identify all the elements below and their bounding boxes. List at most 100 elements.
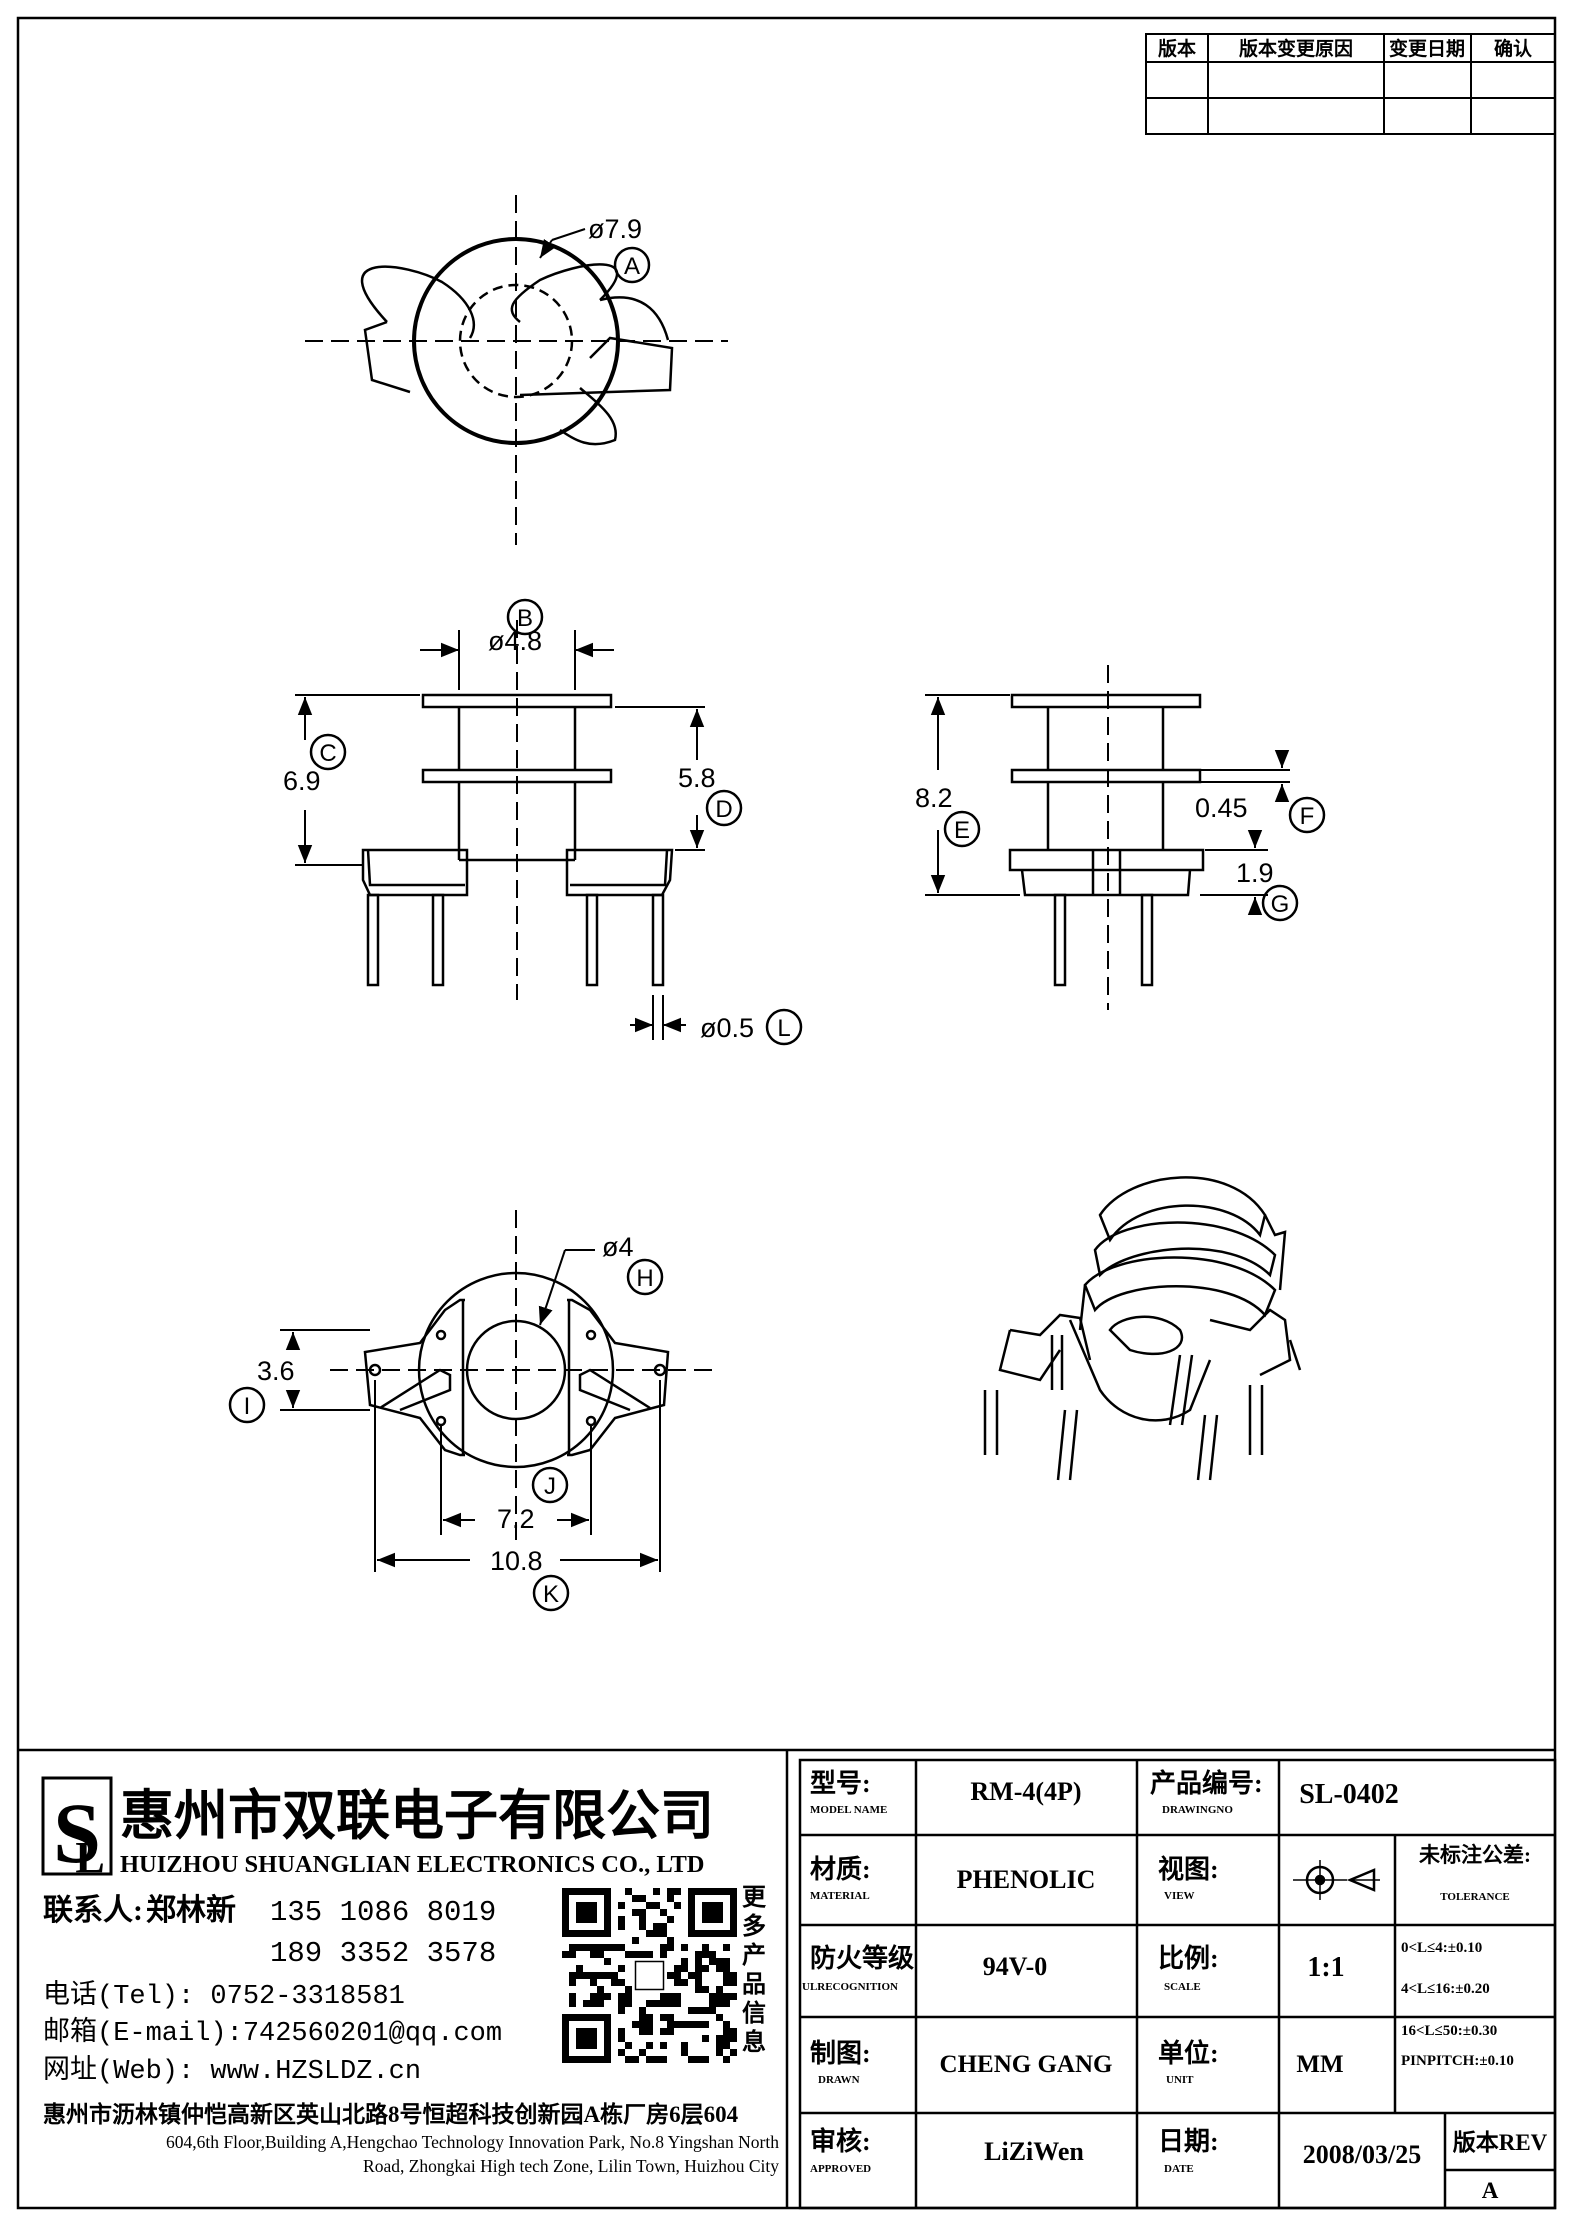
scale-value: 1:1 bbox=[1307, 1952, 1344, 1983]
projection-symbol-icon bbox=[1293, 1860, 1380, 1900]
rev-header-reason: 版本变更原因 bbox=[1239, 37, 1353, 60]
phone-2: 189 3352 3578 bbox=[270, 1937, 496, 1970]
website: 网址(Web): www.HZSLDZ.cn bbox=[43, 2054, 421, 2087]
bottom-dimensions bbox=[280, 1249, 661, 1572]
front-view bbox=[361, 620, 674, 1000]
unit-label-en: UNIT bbox=[1166, 2074, 1194, 2086]
address-cn: 惠州市沥林镇仲恺高新区英山北路8号恒超科技创新园A栋厂房6层604 bbox=[43, 2101, 739, 2127]
dim-C-label: 6.9 bbox=[283, 766, 321, 796]
qr-caption-4: 品 bbox=[742, 1971, 766, 1998]
model-value: RM-4(4P) bbox=[970, 1777, 1081, 1806]
company-logo: S L bbox=[41, 1776, 113, 1882]
unit-value: MM bbox=[1296, 2051, 1343, 2078]
drawing-no-label: 产品编号: bbox=[1150, 1768, 1263, 1798]
dim-K-label: 10.8 bbox=[490, 1546, 543, 1576]
tolerance-line-4: PINPITCH:±0.10 bbox=[1401, 2053, 1514, 2069]
balloon-B-text: B bbox=[517, 605, 533, 632]
balloon-J: J bbox=[531, 1466, 569, 1504]
balloon-D: D bbox=[705, 789, 743, 827]
dim-I-label: 3.6 bbox=[257, 1356, 295, 1386]
qr-code-image bbox=[562, 1888, 737, 2063]
drawn-label-en: DRAWN bbox=[818, 2074, 860, 2086]
contact-label: 联系人: bbox=[43, 1894, 143, 1927]
rev-header-date: 变更日期 bbox=[1389, 37, 1465, 60]
dim-L-label: ø0.5 bbox=[700, 1013, 754, 1043]
approved-value: LiZiWen bbox=[984, 2137, 1084, 2166]
side-view bbox=[1008, 665, 1205, 1010]
dim-G-label: 1.9 bbox=[1236, 858, 1274, 888]
balloon-D-text: D bbox=[715, 796, 732, 823]
email: 邮箱(E-mail):742560201@qq.com bbox=[43, 2016, 502, 2049]
balloon-I-text: I bbox=[244, 1393, 251, 1420]
balloon-E: E bbox=[943, 810, 981, 848]
bottom-view bbox=[330, 1210, 720, 1540]
balloon-L: L bbox=[765, 1008, 803, 1046]
drawn-value: CHENG GANG bbox=[940, 2051, 1113, 2078]
dim-J-label: 7.2 bbox=[497, 1504, 535, 1534]
rev-header-confirm: 确认 bbox=[1494, 37, 1532, 60]
qr-caption-2: 多 bbox=[742, 1913, 766, 1940]
phone-1: 135 1086 8019 bbox=[270, 1896, 496, 1929]
balloon-C-text: C bbox=[319, 740, 336, 767]
balloon-C: C bbox=[309, 733, 347, 771]
balloon-A: A bbox=[613, 246, 651, 284]
balloon-G-text: G bbox=[1271, 891, 1290, 918]
side-dimensions bbox=[925, 694, 1290, 915]
material-label-en: MATERIAL bbox=[810, 1890, 870, 1902]
balloon-A-text: A bbox=[624, 253, 640, 280]
unit-label: 单位: bbox=[1158, 2038, 1219, 2068]
revision-table bbox=[1145, 33, 1556, 135]
dim-A-label: ø7.9 bbox=[588, 214, 642, 244]
model-label-en: MODEL NAME bbox=[810, 1804, 887, 1816]
title-block-grid bbox=[798, 1758, 1557, 2210]
approved-label-en: APPROVED bbox=[810, 2163, 871, 2175]
approved-label: 审核: bbox=[810, 2126, 871, 2156]
revision-label: 版本REV bbox=[1453, 2129, 1548, 2155]
contact-name: 郑林新 bbox=[146, 1894, 236, 1927]
revision-value: A bbox=[1482, 2178, 1499, 2203]
fire-rating-label-en: ULRECOGNITION bbox=[802, 1981, 898, 1993]
svg-text:S: S bbox=[53, 1785, 101, 1881]
balloon-F: F bbox=[1288, 796, 1326, 834]
material-value: PHENOLIC bbox=[957, 1865, 1096, 1894]
tolerance-line-1: 0<L≤4:±0.10 bbox=[1401, 1940, 1482, 1956]
tolerance-line-2: 4<L≤16:±0.20 bbox=[1401, 1981, 1490, 1997]
balloon-H-text: H bbox=[636, 1265, 653, 1292]
rev-header-version: 版本 bbox=[1158, 37, 1196, 60]
isometric-view bbox=[983, 1176, 1302, 1481]
drawing-no-value: SL-0402 bbox=[1299, 1779, 1399, 1810]
qr-caption-1: 更 bbox=[742, 1885, 767, 1911]
view-label: 视图: bbox=[1158, 1855, 1219, 1884]
company-name-en: HUIZHOU SHUANGLIAN ELECTRONICS CO., LTD bbox=[120, 1851, 705, 1878]
balloon-H: H bbox=[626, 1258, 664, 1296]
qr-caption-6: 息 bbox=[742, 2028, 766, 2056]
balloon-B: B bbox=[506, 598, 544, 636]
fire-rating-label: 防火等级 bbox=[810, 1943, 914, 1973]
scale-label: 比例: bbox=[1158, 1944, 1219, 1973]
dim-D-label: 5.8 bbox=[678, 763, 716, 793]
balloon-G: G bbox=[1261, 884, 1299, 922]
fire-rating-value: 94V-0 bbox=[983, 1952, 1048, 1981]
balloon-E-text: E bbox=[954, 817, 970, 844]
qr-caption-3: 产 bbox=[742, 1941, 766, 1969]
date-value: 2008/03/25 bbox=[1303, 2140, 1421, 2169]
svg-text:L: L bbox=[75, 1833, 104, 1882]
balloon-J-text: J bbox=[544, 1473, 556, 1500]
model-label: 型号: bbox=[810, 1769, 871, 1798]
view-label-en: VIEW bbox=[1164, 1890, 1195, 1902]
dim-E-label: 8.2 bbox=[915, 783, 953, 813]
date-label: 日期: bbox=[1158, 2127, 1219, 2156]
bottom-block-frame bbox=[18, 1748, 1555, 2208]
tolerance-label: 未标注公差: bbox=[1419, 1843, 1531, 1867]
balloon-I: I bbox=[228, 1386, 266, 1424]
qr-caption-5: 信 bbox=[742, 1999, 766, 2027]
balloon-L-text: L bbox=[777, 1015, 790, 1042]
address-en-1: 604,6th Floor,Building A,Hengchao Techno… bbox=[166, 2132, 779, 2152]
material-label: 材质: bbox=[810, 1855, 871, 1884]
telephone: 电话(Tel): 0752-3318581 bbox=[43, 1979, 405, 2012]
date-label-en: DATE bbox=[1164, 2163, 1194, 2175]
front-dimensions bbox=[295, 630, 705, 1040]
tolerance-line-3: 16<L≤50:±0.30 bbox=[1401, 2023, 1497, 2039]
balloon-K-text: K bbox=[543, 1581, 559, 1608]
